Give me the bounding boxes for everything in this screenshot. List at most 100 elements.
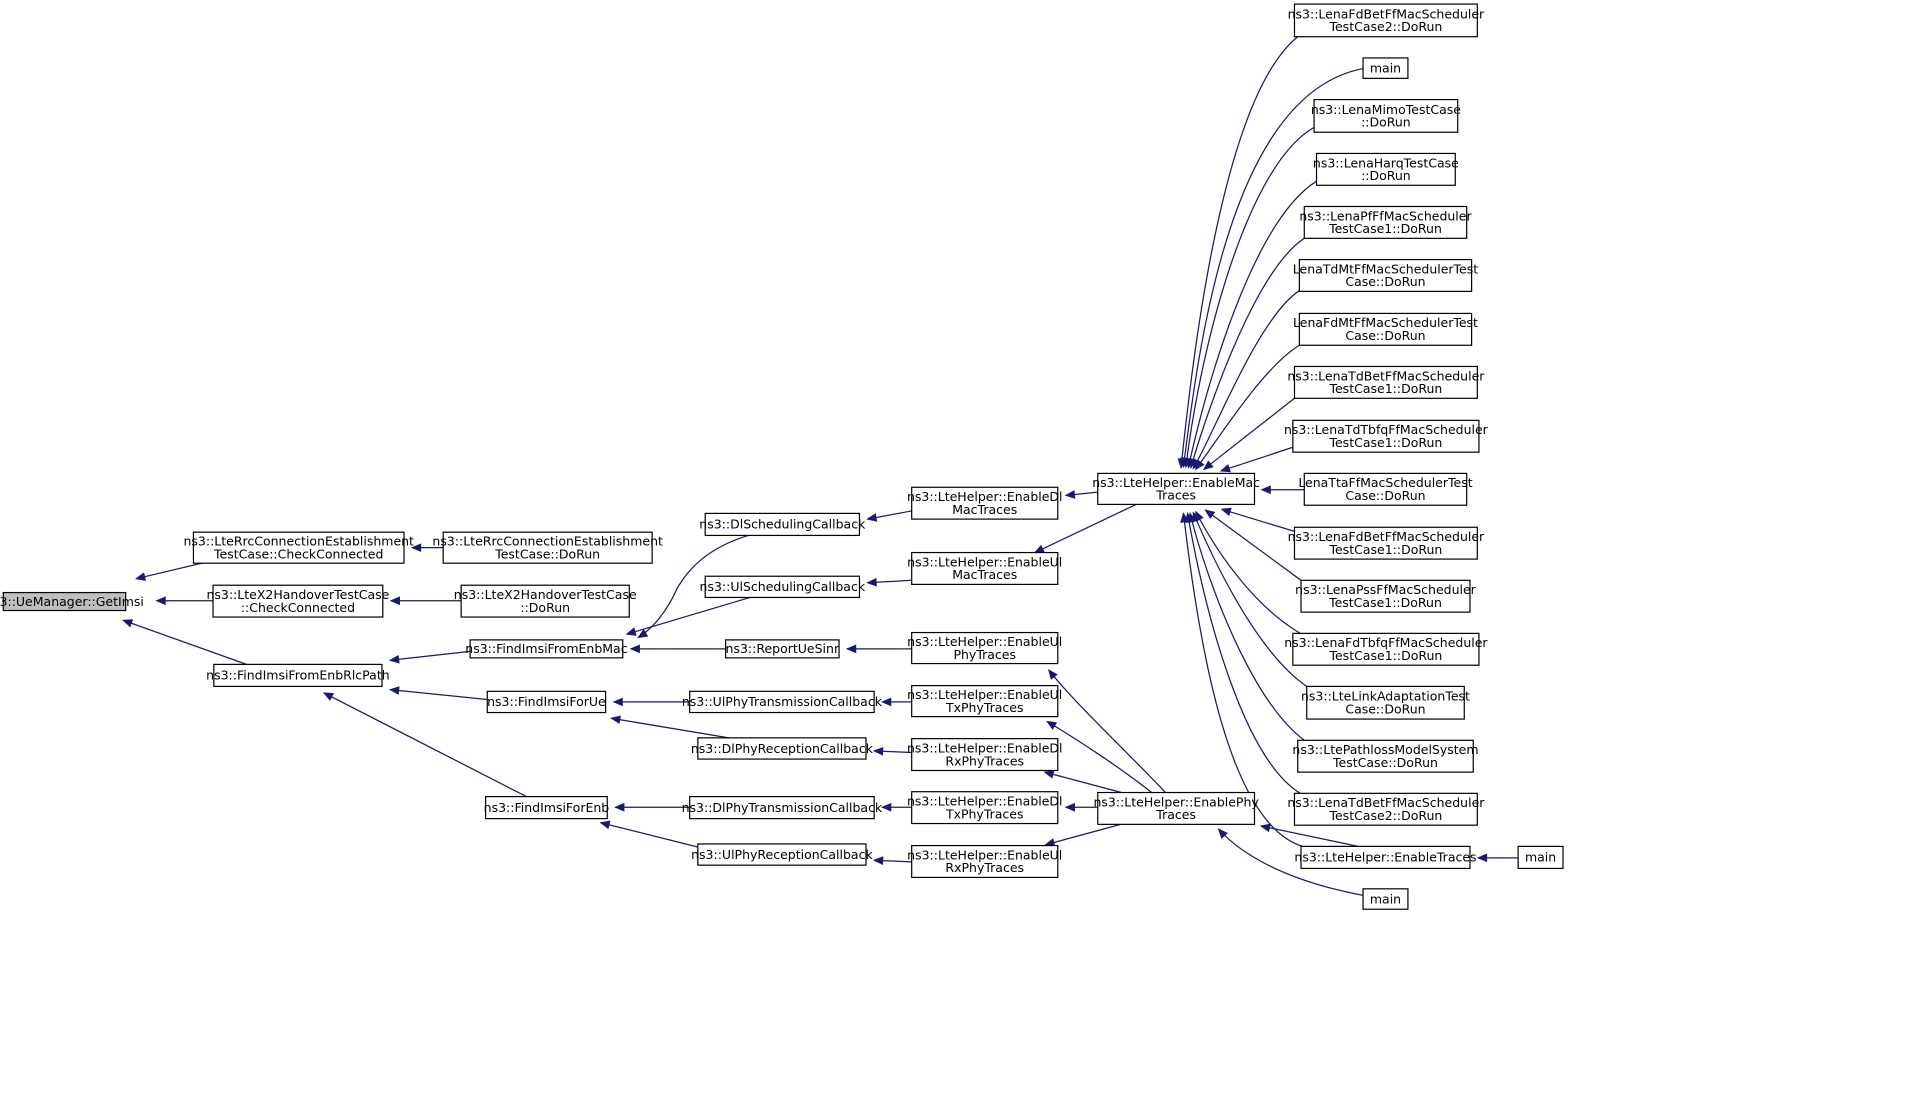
edge-line [1220, 446, 1294, 472]
edge-line [1185, 125, 1316, 467]
edge-arrowhead [1064, 490, 1076, 499]
node-ulphyrx-cb[interactable]: ns3::UlPhyReceptionCallback [691, 843, 873, 866]
node-r-tdtbfq1[interactable]: ns3::LenaTdTbfqFfMacSchedulerTestCase1::… [1284, 419, 1489, 453]
call-edge-r_fdmt-to-enable_mac [1194, 344, 1300, 471]
node-label: ns3::LenaFdTbfqFfMacScheduler [1284, 635, 1488, 650]
node-x2-dorun[interactable]: ns3::LteX2HandoverTestCase::DoRun [454, 584, 637, 618]
node-label: ::DoRun [520, 600, 570, 615]
call-edge-x2_checkconnected-to-getimsi [155, 596, 214, 606]
node-box [1300, 845, 1471, 870]
call-edge-r_pathloss-to-enable_mac [1187, 512, 1305, 741]
edge-line [323, 692, 527, 798]
node-dlphyrx-cb[interactable]: ns3::DlPhyReceptionCallback [691, 737, 874, 760]
edge-arrowhead [872, 856, 884, 866]
edge-arrowhead [629, 644, 640, 654]
node-label: ns3::UlSchedulingCallback [700, 579, 866, 594]
node-getimsi[interactable]: ns3::UeManager::GetImsi [0, 591, 144, 612]
node-label: ns3::DlPhyReceptionCallback [691, 741, 874, 756]
node-label: ns3::FindImsiFromEnbRlcPath [206, 668, 389, 683]
node-label: ::DoRun [1361, 168, 1411, 183]
node-box [212, 584, 384, 618]
node-box [192, 531, 405, 564]
node-report-sinr[interactable]: ns3::ReportUeSinr [724, 639, 840, 659]
node-label: ns3::DlSchedulingCallback [699, 517, 866, 532]
node-enable-traces[interactable]: ns3::LteHelper::EnableTraces [1294, 845, 1477, 870]
node-label: ns3::LteHelper::EnableUl [907, 847, 1062, 862]
node-r-fdtbfq1[interactable]: ns3::LenaFdTbfqFfMacSchedulerTestCase1::… [1284, 632, 1488, 666]
node-r-tdbet1[interactable]: ns3::LenaTdBetFfMacSchedulerTestCase1::D… [1287, 365, 1485, 399]
call-edge-findimsi_enbmac-to-findimsi_rlcpath [388, 650, 471, 664]
call-edge-r_tta-to-enable_mac [1260, 485, 1305, 495]
node-r-pss1[interactable]: ns3::LenaPssFfMacSchedulerTestCase1::DoR… [1295, 579, 1477, 613]
call-edge-enable_dlrxphy-to-dlphyrx_cb [872, 746, 912, 756]
node-r-harq[interactable]: ns3::LenaHarqTestCase::DoRun [1313, 152, 1459, 186]
call-edge-findimsi_enb-to-findimsi_rlcpath [322, 692, 527, 798]
edge-line [1044, 771, 1122, 794]
call-edge-ulphyrx_cb-to-findimsi_enb [599, 820, 699, 848]
call-edge-r_tdmt-to-enable_mac [1192, 290, 1300, 470]
node-label: TestCase1::DoRun [1328, 435, 1442, 450]
node-label: TestCase2::DoRun [1328, 19, 1442, 34]
node-r-pf1[interactable]: ns3::LenaPfFfMacSchedulerTestCase1::DoRu… [1299, 205, 1472, 239]
node-label: LenaTtaFfMacSchedulerTest [1298, 475, 1472, 490]
node-label: RxPhyTraces [945, 860, 1024, 875]
node-box [911, 738, 1059, 772]
edge-arrowhead [1048, 669, 1058, 680]
node-findimsi-rlcpath[interactable]: ns3::FindImsiFromEnbRlcPath [206, 663, 390, 688]
node-label: ns3::LteHelper::EnableUl [907, 687, 1062, 702]
edge-arrowhead [1043, 770, 1055, 779]
node-ulsched-cb[interactable]: ns3::UlSchedulingCallback [700, 575, 866, 599]
node-label: TestCase1::DoRun [1328, 595, 1442, 610]
edge-arrowhead [881, 802, 892, 812]
node-r-tdbet2[interactable]: ns3::LenaTdBetFfMacSchedulerTestCase2::D… [1287, 792, 1485, 826]
edge-line [1180, 36, 1299, 468]
call-edge-r_main3-to-enable_phy [1217, 828, 1364, 896]
node-box [911, 486, 1059, 520]
node-x2-checkconnected[interactable]: ns3::LteX2HandoverTestCase::CheckConnect… [206, 584, 390, 618]
node-label: ns3::LteRrcConnectionEstablishment [432, 534, 663, 549]
call-edge-r_pss1-to-enable_mac [1204, 509, 1302, 581]
node-dlsched-cb[interactable]: ns3::DlSchedulingCallback [699, 512, 866, 537]
node-r-main3[interactable]: main [1362, 888, 1409, 910]
edge-arrowhead [610, 715, 621, 725]
node-label: LenaFdMtFfMacSchedulerTest [1293, 315, 1478, 330]
node-findimsi-ue[interactable]: ns3::FindImsiForUe [486, 690, 607, 714]
node-label: ns3::LteRrcConnectionEstablishment [183, 534, 414, 549]
node-findimsi-enb[interactable]: ns3::FindImsiForEnb [484, 795, 610, 820]
node-label: Case::DoRun [1345, 328, 1425, 343]
node-r-pathloss[interactable]: ns3::LtePathlossModelSystemTestCase::DoR… [1292, 739, 1479, 773]
call-edge-enable_dltxphy-to-dlphytx_cb [881, 802, 912, 812]
node-dlphytx-cb[interactable]: ns3::DlPhyTransmissionCallback [682, 795, 883, 820]
node-findimsi-enbmac[interactable]: ns3::FindImsiFromEnbMac [465, 639, 628, 659]
node-r-mimo[interactable]: ns3::LenaMimoTestCase::DoRun [1311, 98, 1461, 133]
node-label: ns3::LteHelper::EnableDl [907, 740, 1063, 755]
node-box [1300, 579, 1471, 613]
node-rrc-checkconnected[interactable]: ns3::LteRrcConnectionEstablishmentTestCa… [183, 531, 414, 564]
node-r-fdbet2[interactable]: ns3::LenaFdBetFfMacSchedulerTestCase2::D… [1288, 3, 1485, 38]
edge-arrowhead [637, 629, 649, 639]
node-box [485, 795, 608, 820]
edge-line [1034, 503, 1137, 554]
node-r-fdbet1[interactable]: ns3::LenaFdBetFfMacSchedulerTestCase1::D… [1288, 526, 1485, 560]
node-box [1517, 845, 1564, 870]
node-r-main2[interactable]: main [1517, 845, 1564, 870]
node-box [1293, 526, 1478, 560]
node-label: ns3::UlPhyReceptionCallback [691, 847, 873, 862]
node-ulphytx-cb[interactable]: ns3::UlPhyTransmissionCallback [682, 690, 883, 714]
node-r-main1[interactable]: main [1362, 57, 1409, 79]
node-box [1293, 3, 1478, 38]
node-rrc-dorun[interactable]: ns3::LteRrcConnectionEstablishmentTestCa… [432, 531, 663, 564]
